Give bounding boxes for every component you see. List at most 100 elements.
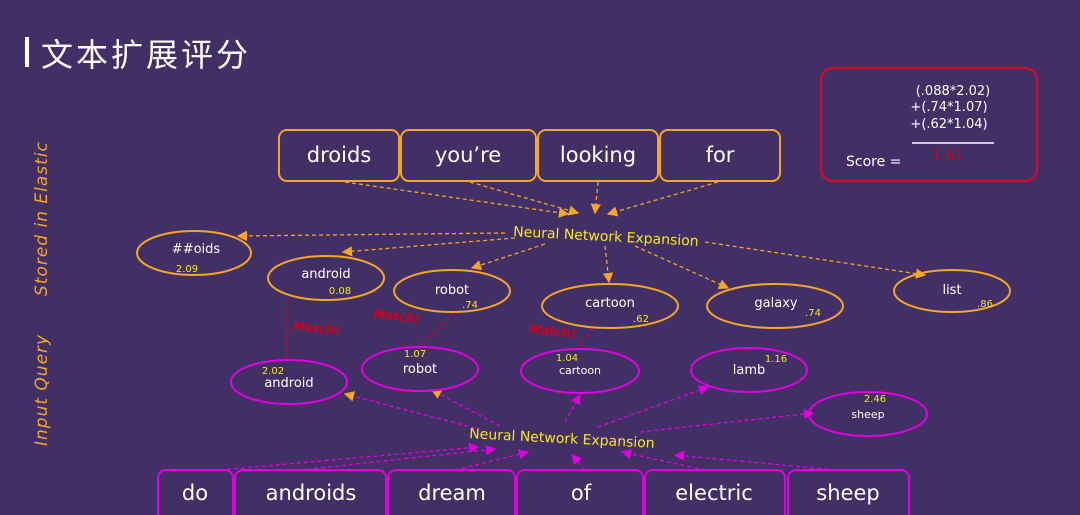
query-expansion-weight: 1.04: [556, 353, 578, 364]
arrow-to-list: [704, 241, 927, 279]
expansion-node: [136, 230, 252, 276]
score-value: 1.61: [932, 148, 963, 164]
query-word-text: sheep: [816, 481, 879, 505]
arrow-from-androids: [299, 444, 497, 471]
expansion-node: [706, 283, 844, 329]
match-label: Match!: [529, 322, 577, 341]
arrow-to-oids: [236, 230, 506, 242]
stored-word-text: looking: [560, 143, 636, 167]
score-box-border: [819, 66, 1039, 183]
arrow-to-galaxy: [634, 245, 730, 289]
stored-words: droids you’re looking for: [278, 129, 781, 182]
expansion-node: [893, 269, 1011, 313]
arrow-to-q-sheep: [639, 408, 815, 433]
match-lines: [286, 300, 596, 362]
stored-word-box: [278, 129, 400, 182]
match-line-robot: [417, 311, 456, 349]
score-term-1: (.088*2.02): [916, 84, 991, 99]
arrow-from-of: [571, 454, 586, 471]
stored-word-box: [659, 129, 781, 182]
query-expansion-weight: 1.16: [765, 354, 787, 365]
query-expansion-arrows: [343, 385, 815, 433]
query-expansion-weight: 2.02: [262, 366, 284, 377]
query-expansion-term: cartoon: [559, 364, 601, 377]
title-accent-bar: [25, 37, 29, 67]
arrow-youre: [469, 181, 580, 216]
query-expansion-node: [361, 346, 479, 392]
match-line-cartoon: [577, 321, 596, 351]
expansion-label-bottom: Neural Network Expansion: [469, 426, 655, 452]
score-term-2: +(.74*1.07): [910, 100, 987, 115]
score-label: Score =: [846, 154, 901, 170]
query-word-text: dream: [418, 481, 486, 505]
stored-word-text: for: [706, 143, 735, 167]
arrow-to-q-lamb: [597, 385, 710, 428]
stored-expansions: ##oids 2.09 android 0.08 robot .74 carto…: [136, 230, 1011, 329]
stored-expansion-arrows: [236, 230, 927, 289]
query-word-box: [516, 469, 644, 515]
query-word-text: of: [571, 481, 592, 505]
query-word-text: do: [182, 481, 208, 505]
expansion-weight: .74: [462, 300, 478, 311]
query-expansions: android 2.02 robot 1.07 cartoon 1.04 lam…: [230, 346, 928, 437]
query-expansion-term: robot: [403, 362, 437, 377]
query-word-box: [787, 469, 910, 515]
arrow-to-robot: [470, 243, 546, 271]
arrow-from-sheep: [673, 450, 836, 471]
arrow-from-do: [219, 442, 480, 471]
arrow-from-electric: [620, 448, 706, 471]
expansion-weight: .62: [633, 314, 649, 325]
stored-input-arrows: [344, 181, 719, 218]
stored-word-text: droids: [307, 143, 371, 167]
query-word-box: [157, 469, 234, 515]
arrow-looking: [590, 181, 602, 215]
expansion-label-top: Neural Network Expansion: [513, 224, 699, 250]
score-term-3: +(.62*1.04): [910, 117, 987, 132]
query-expansion-node: [808, 391, 928, 437]
expansion-term: cartoon: [585, 296, 635, 311]
query-expansion-term: lamb: [733, 363, 766, 378]
query-word-text: electric: [675, 481, 752, 505]
query-expansion-term: android: [264, 376, 313, 391]
arrow-droids: [344, 181, 570, 218]
arrow-to-q-android: [343, 391, 476, 429]
expansion-term: galaxy: [754, 296, 797, 311]
query-expansion-term: sheep: [851, 408, 884, 421]
query-expansion-weight: 2.46: [864, 394, 886, 405]
expansion-weight: .74: [805, 308, 821, 319]
stored-word-box: [400, 129, 537, 182]
arrow-from-dream: [454, 449, 530, 471]
query-expansion-weight: 1.07: [404, 349, 426, 360]
page-title: 文本扩展评分: [41, 36, 252, 74]
query-word-box: [387, 469, 516, 515]
expansion-weight: 0.08: [329, 286, 351, 297]
query-expansion-node: [690, 347, 808, 393]
match-label: Match!: [373, 307, 421, 326]
query-word-text: androids: [266, 481, 357, 505]
expansion-term: list: [942, 283, 961, 298]
expansion-node: [393, 269, 511, 313]
expansion-weight: .86: [977, 299, 993, 310]
query-input-arrows: [219, 442, 836, 471]
arrow-to-android: [341, 237, 516, 257]
arrow-to-cartoon: [602, 245, 614, 284]
expansion-weight: 2.09: [176, 264, 198, 275]
query-expansion-node: [520, 348, 640, 394]
query-word-box: [234, 469, 387, 515]
arrow-to-q-robot: [430, 389, 501, 427]
query-word-box: [644, 469, 786, 515]
expansion-term: android: [301, 267, 350, 282]
score-box: (.088*2.02) +(.74*1.07) +(.62*1.04) Scor…: [819, 66, 1039, 183]
expansion-term: robot: [435, 283, 469, 298]
arrow-to-q-cartoon: [564, 393, 581, 423]
match-label: Match!: [293, 319, 341, 338]
stored-word-text: you’re: [435, 143, 501, 167]
stored-word-box: [537, 129, 659, 182]
expansion-term: ##oids: [172, 242, 221, 257]
expansion-node: [541, 283, 679, 329]
expansion-node: [267, 255, 385, 301]
arrow-for: [606, 181, 719, 217]
query-expansion-node: [230, 359, 348, 405]
